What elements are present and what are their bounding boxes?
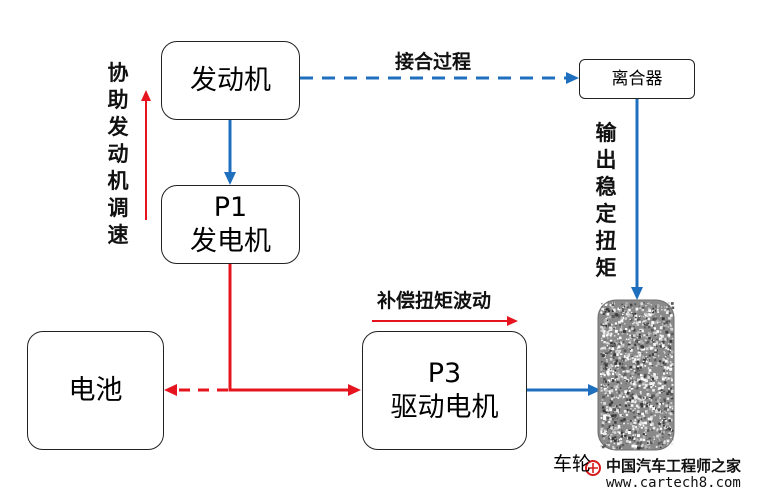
speed-assist-arrowhead — [141, 90, 151, 101]
p1-to-p3-arrowhead — [348, 384, 361, 396]
generator-label: 发电机 — [190, 225, 271, 257]
junction-to-battery-arrowhead — [164, 384, 177, 396]
p1-label: P1 — [213, 191, 248, 223]
drive-motor-label: 驱动电机 — [390, 391, 499, 423]
watermark-title: 中国汽车工程师之家 — [606, 457, 742, 475]
wheel-icon — [597, 299, 675, 451]
clutch-to-wheel-arrowhead — [631, 287, 643, 300]
watermark-url: www.cartech8.com — [606, 475, 741, 491]
clutch-box: 离合器 — [579, 59, 695, 99]
battery-box: 电池 — [27, 331, 164, 450]
compensate-torque-label: 补偿扭矩波动 — [377, 290, 492, 312]
watermark-logo-icon — [585, 460, 601, 476]
p3-to-wheel-arrowhead — [588, 384, 601, 396]
clutch-label: 离合器 — [611, 69, 663, 89]
engine-to-p1-arrowhead — [224, 172, 236, 185]
engine-box: 发动机 — [161, 41, 300, 120]
wheel-label: 车轮 — [553, 453, 592, 475]
p1-generator-box: P1 发电机 — [161, 185, 300, 264]
p1-to-p3-arrow — [228, 264, 348, 392]
output-stable-torque-label: 输出稳定扭矩 — [595, 121, 617, 280]
p3-motor-box: P3 驱动电机 — [362, 331, 527, 450]
compensate-arrowhead — [507, 316, 518, 326]
p3-label: P3 — [427, 357, 462, 389]
battery-label: 电池 — [68, 374, 123, 406]
engine-label: 发动机 — [190, 64, 271, 96]
engage-process-arrowhead — [566, 72, 579, 84]
engage-process-label: 接合过程 — [395, 51, 472, 73]
engine-speed-assist-label: 协助发动机调速 — [107, 61, 129, 247]
